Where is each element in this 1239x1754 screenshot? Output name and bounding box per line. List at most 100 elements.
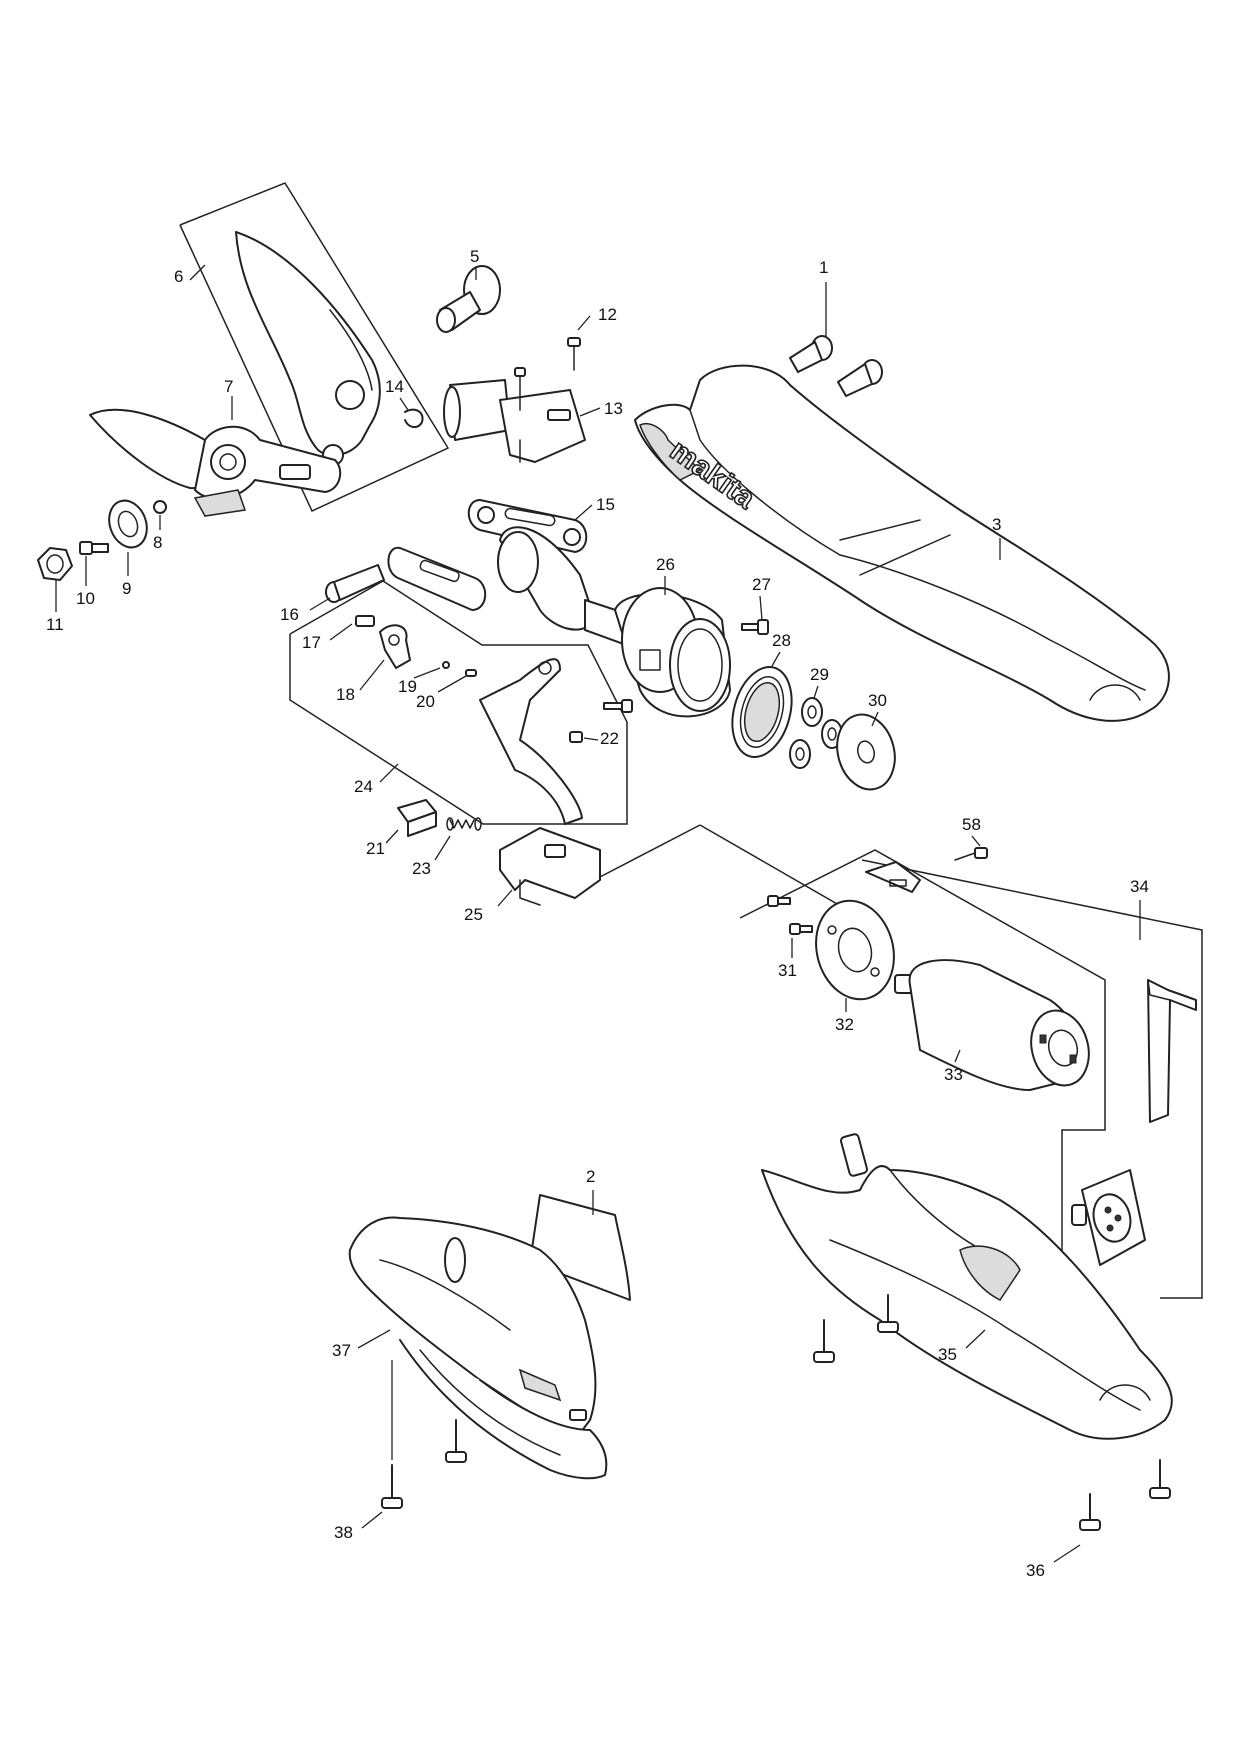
leader-17: [329, 623, 353, 641]
leader-25: [497, 889, 513, 907]
screw-1: [789, 335, 883, 397]
leader-18: [359, 659, 385, 691]
clip-14: [404, 408, 424, 428]
link-plate-lower: [387, 546, 487, 611]
leader-14: [399, 397, 409, 411]
callout-27: 27: [752, 575, 771, 594]
callout-31: 31: [778, 961, 797, 980]
leader-16: [309, 597, 331, 611]
callout-13: 13: [604, 399, 623, 418]
connector-socket: [1071, 1169, 1146, 1266]
callout-14: 14: [385, 377, 404, 396]
callout-34: 34: [1130, 877, 1149, 896]
pin-16: [325, 564, 385, 603]
callout-35: 35: [938, 1345, 957, 1364]
callout-3: 3: [992, 515, 1001, 534]
screw-36b: [1149, 1459, 1171, 1499]
switch-holder-25: [499, 827, 601, 906]
washer-9: [108, 499, 148, 549]
callout-28: 28: [772, 631, 791, 650]
callout-11: 11: [46, 615, 64, 634]
leader-22: [583, 737, 599, 741]
callout-10: 10: [76, 589, 95, 608]
callout-23: 23: [412, 859, 431, 878]
leader-29: [813, 685, 819, 699]
leader-12: [577, 315, 591, 331]
label-2: [529, 1194, 631, 1301]
callout-38: 38: [334, 1523, 353, 1542]
callout-20: 20: [416, 692, 435, 711]
screw-12: [567, 337, 581, 371]
callout-29: 29: [810, 665, 829, 684]
leader-20: [437, 675, 467, 693]
callout-32: 32: [835, 1015, 854, 1034]
washer-30: [836, 713, 896, 791]
callout-24: 24: [354, 777, 373, 796]
trigger-22: [479, 658, 583, 825]
spring-23: [446, 817, 482, 831]
callout-30: 30: [868, 691, 887, 710]
callout-58: 58: [962, 815, 981, 834]
bracket-13: [443, 367, 586, 463]
callout-33: 33: [944, 1065, 963, 1084]
leader-28: [771, 651, 781, 667]
callout-17: 17: [302, 633, 321, 652]
screw-35a: [877, 1294, 899, 1333]
callout-9: 9: [122, 579, 131, 598]
leader-24: [379, 763, 399, 783]
ring-gear-28: [731, 665, 793, 759]
callout-5: 5: [470, 247, 479, 266]
leader-33: [954, 1049, 961, 1063]
pivot-bolt-5: [436, 265, 501, 333]
screw-36a: [1079, 1493, 1101, 1531]
callout-37: 37: [332, 1341, 351, 1360]
lever-17-18: [355, 615, 477, 677]
screw-26-side: [603, 699, 633, 713]
link-plate-15: [467, 499, 588, 553]
leader-13: [579, 407, 601, 417]
callout-1: 1: [819, 258, 828, 277]
screw-31: [767, 895, 813, 935]
callout-36: 36: [1026, 1561, 1045, 1580]
callout-8: 8: [153, 533, 162, 552]
leader-21: [385, 829, 399, 844]
screw-10: [79, 541, 109, 555]
leader-37: [357, 1329, 391, 1349]
screw-58: [954, 847, 988, 861]
pad-21: [397, 799, 437, 837]
leader-27: [759, 595, 763, 621]
leader-30: [871, 711, 879, 727]
group-line-34: [861, 859, 1203, 1299]
upper-blade-6: [235, 231, 381, 466]
leader-15: [574, 504, 593, 521]
leader-35: [965, 1329, 986, 1349]
callout-16: 16: [280, 605, 299, 624]
leader-38: [361, 1511, 383, 1529]
strip-34: [1147, 979, 1197, 1123]
handle-guard-37: [348, 1216, 608, 1480]
screw-37: [445, 1419, 467, 1463]
leader-6: [189, 264, 206, 281]
screw-35b: [813, 1319, 835, 1363]
planet-gears-29: [789, 697, 843, 769]
callout-2: 2: [586, 1167, 595, 1186]
screw-38: [381, 1360, 403, 1509]
group-line-24: [289, 580, 628, 825]
callout-6: 6: [174, 267, 183, 286]
leader-58: [971, 835, 981, 847]
callout-25: 25: [464, 905, 483, 924]
ring-8: [153, 500, 167, 514]
lower-blade-7: [89, 408, 342, 517]
callout-22: 22: [600, 729, 619, 748]
motor-plate-32: [815, 899, 895, 1001]
leader-36: [1053, 1544, 1081, 1563]
group-line-34b: [739, 849, 1106, 1280]
callout-26: 26: [656, 555, 675, 574]
group-line-25: [597, 824, 701, 879]
callout-12: 12: [598, 305, 617, 324]
callout-19: 19: [398, 677, 417, 696]
group-line-6: [179, 182, 450, 512]
callout-15: 15: [596, 495, 615, 514]
screw-27: [741, 619, 769, 635]
